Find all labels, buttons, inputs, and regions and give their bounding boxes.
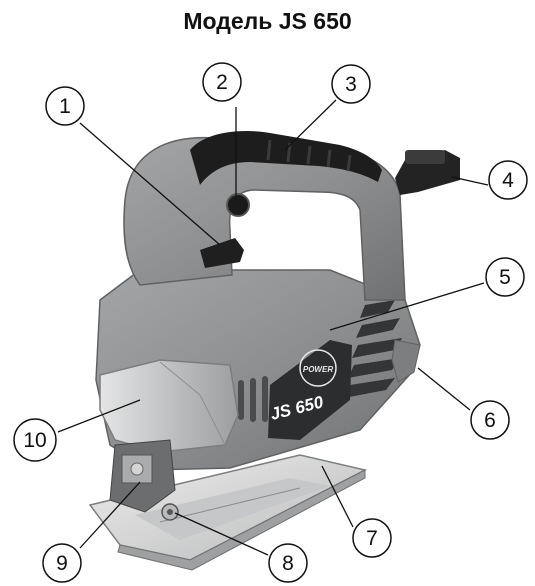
grip-ribs bbox=[266, 139, 352, 172]
callout-3: 3 bbox=[331, 64, 371, 104]
handle bbox=[123, 131, 460, 301]
callout-5: 5 bbox=[485, 257, 525, 297]
callout-8: 8 bbox=[268, 543, 308, 583]
svg-text:6: 6 bbox=[484, 409, 496, 432]
svg-text:5: 5 bbox=[499, 266, 511, 289]
base-plate bbox=[88, 454, 368, 571]
guide-roller bbox=[161, 503, 179, 521]
callout-10: 10 bbox=[13, 418, 57, 462]
callout-4: 4 bbox=[488, 160, 528, 200]
svg-text:10: 10 bbox=[23, 429, 46, 452]
front-cover bbox=[99, 359, 239, 453]
svg-text:7: 7 bbox=[366, 527, 378, 550]
ventilation-slots bbox=[344, 300, 402, 398]
leader-lines bbox=[57, 99, 489, 556]
callout-1: 1 bbox=[45, 86, 85, 126]
svg-text:4: 4 bbox=[502, 169, 514, 192]
svg-text:POWER: POWER bbox=[303, 365, 333, 374]
callout-6: 6 bbox=[470, 400, 510, 440]
brand-logo: POWER bbox=[299, 349, 337, 387]
label-panel bbox=[268, 340, 352, 440]
callout-7: 7 bbox=[352, 518, 392, 558]
svg-text:1: 1 bbox=[59, 95, 71, 118]
svg-text:2: 2 bbox=[216, 71, 228, 94]
svg-text:8: 8 bbox=[282, 552, 294, 575]
svg-text:9: 9 bbox=[56, 552, 68, 575]
side-vents bbox=[238, 376, 268, 422]
blade-clamp bbox=[109, 439, 176, 513]
svg-text:3: 3 bbox=[345, 73, 357, 96]
callout-2: 2 bbox=[202, 62, 242, 102]
page-title: Модель JS 650 bbox=[183, 8, 352, 34]
trigger-switch bbox=[200, 238, 244, 268]
lock-button bbox=[226, 193, 250, 217]
callout-9: 9 bbox=[42, 543, 82, 583]
